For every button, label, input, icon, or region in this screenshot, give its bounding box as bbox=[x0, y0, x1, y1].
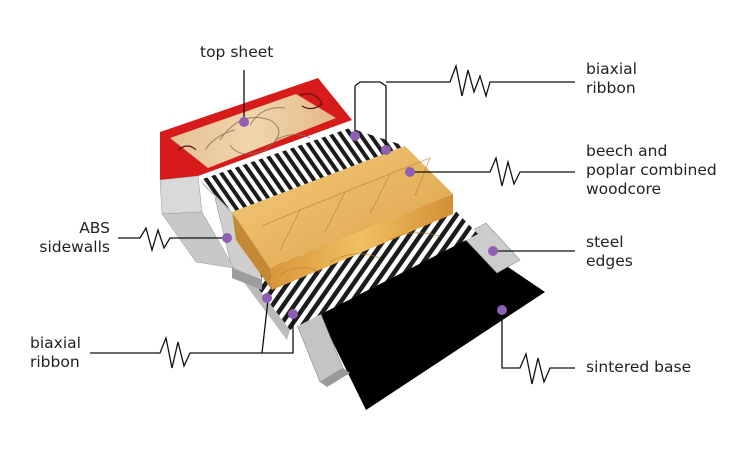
marker-biaxial-ribbon-top-b bbox=[381, 145, 391, 155]
leader-lines bbox=[90, 63, 575, 385]
marker-biaxial-ribbon-bottom-a bbox=[262, 293, 272, 303]
label-top-sheet: top sheet bbox=[200, 43, 274, 61]
top-sheet-layer bbox=[159, 78, 352, 269]
label-steel-edges: steel edges bbox=[586, 233, 633, 270]
leader-abs-sidewalls bbox=[118, 226, 225, 253]
marker-biaxial-ribbon-top-a bbox=[350, 131, 360, 141]
marker-woodcore bbox=[405, 167, 415, 177]
marker-biaxial-ribbon-bottom-b bbox=[288, 309, 298, 319]
label-sintered-base: sintered base bbox=[586, 358, 692, 376]
label-biaxial-ribbon-top: biaxial ribbon bbox=[586, 60, 637, 97]
biaxial-ribbon-upper-layer bbox=[200, 128, 405, 218]
marker-top-sheet bbox=[239, 117, 249, 127]
label-abs-sidewalls: ABS sidewalls bbox=[39, 219, 110, 256]
leader-biaxial-ribbon-top bbox=[354, 63, 575, 150]
marker-abs-sidewalls bbox=[222, 233, 232, 243]
leader-woodcore bbox=[410, 155, 575, 187]
marker-steel-edges bbox=[488, 246, 498, 256]
markers bbox=[222, 117, 507, 319]
marker-sintered-base bbox=[497, 305, 507, 315]
sintered-base-layer bbox=[318, 236, 545, 410]
label-woodcore: beech and poplar combined woodcore bbox=[586, 142, 717, 198]
leader-sintered-base bbox=[501, 310, 575, 385]
leader-biaxial-ribbon-bottom bbox=[90, 299, 294, 369]
label-biaxial-ribbon-bottom: biaxial ribbon bbox=[30, 334, 81, 371]
woodcore-layer bbox=[232, 146, 453, 290]
